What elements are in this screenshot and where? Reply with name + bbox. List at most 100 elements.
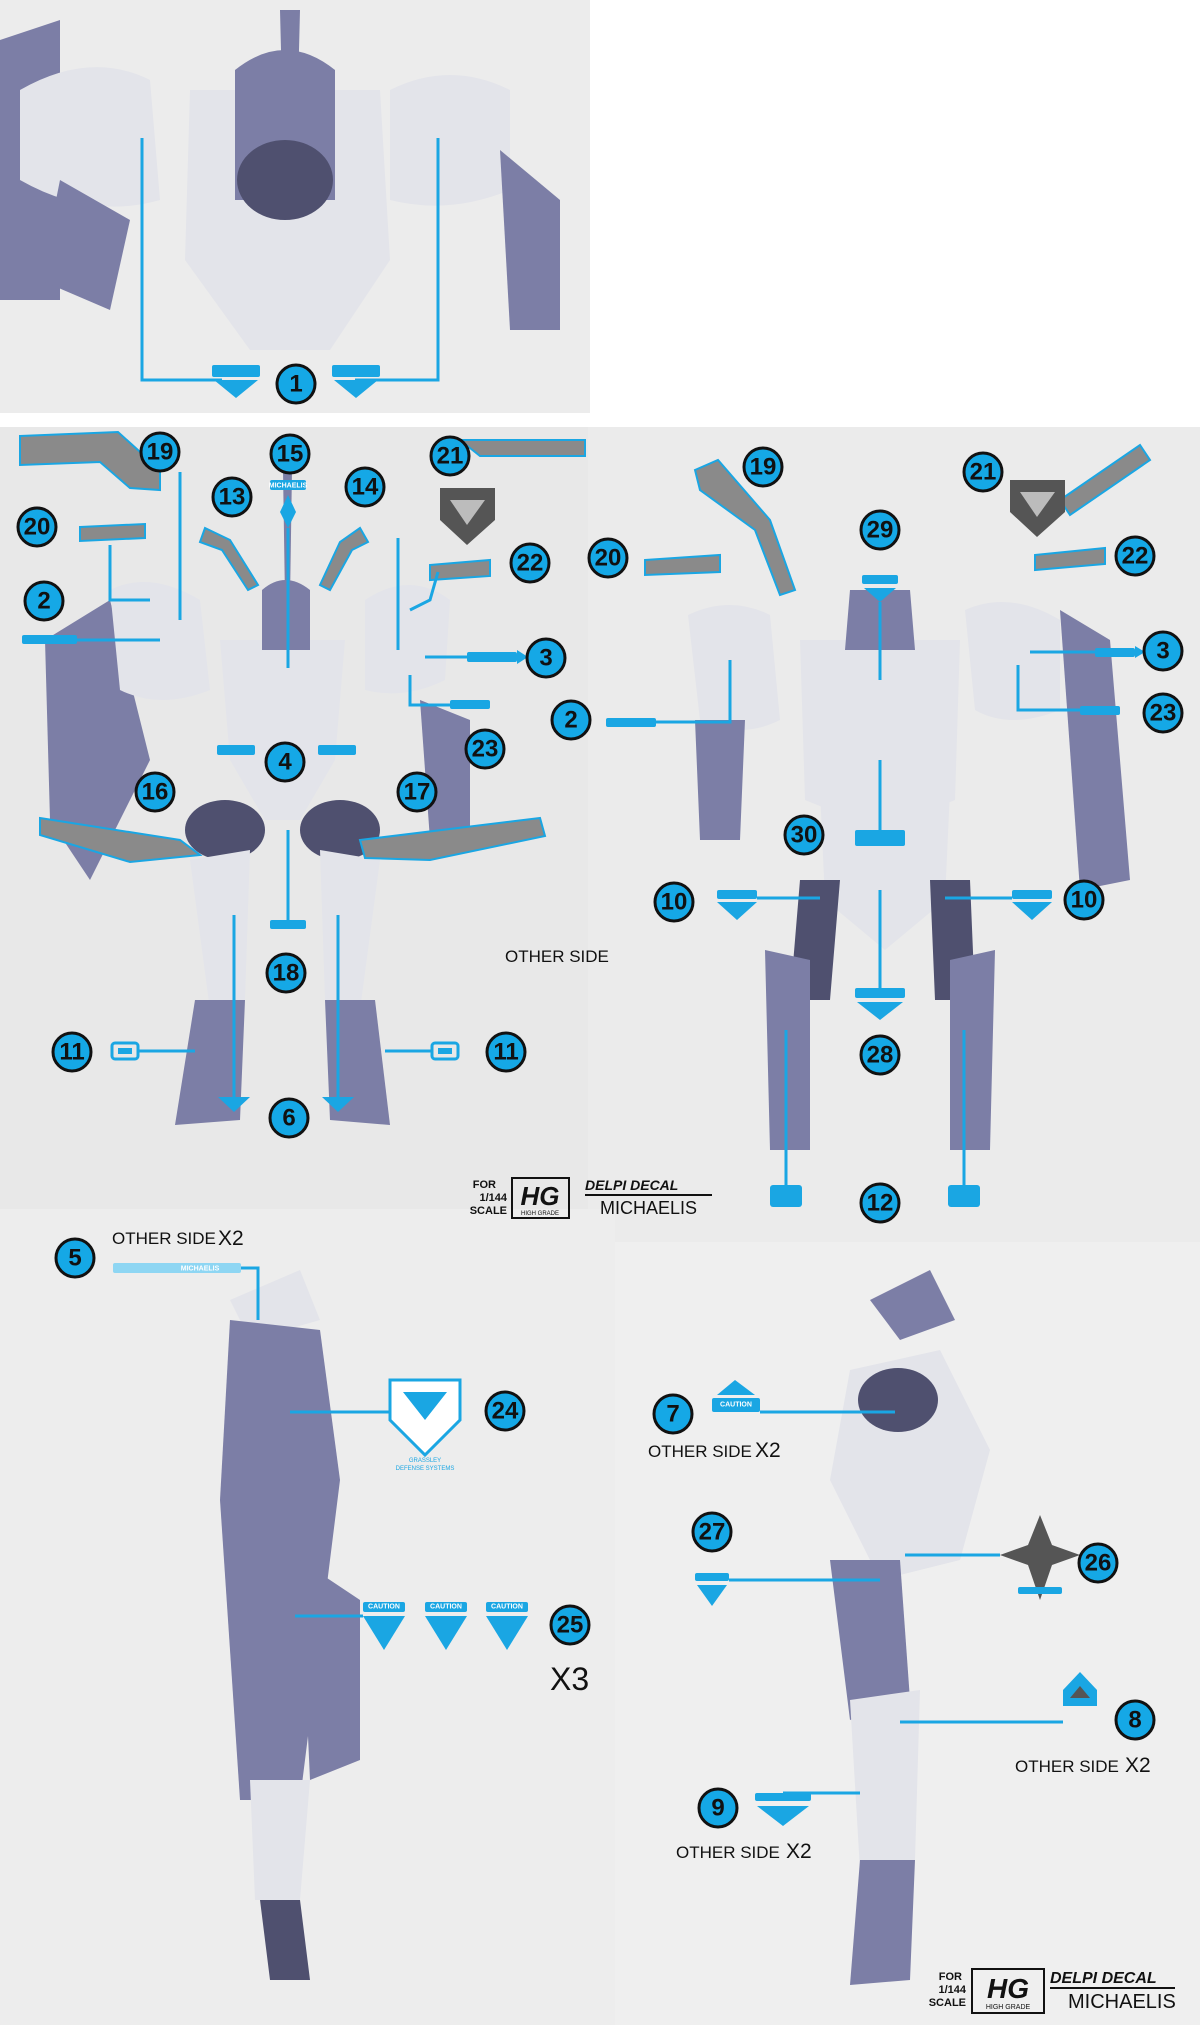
svg-text:3: 3 — [1156, 638, 1169, 665]
callout-2-front: 2 — [23, 580, 65, 622]
callout-9: 9 — [697, 1787, 739, 1829]
robot-right-side-view — [830, 1270, 990, 1985]
callout-21-front: 21 — [429, 435, 471, 477]
svg-text:24: 24 — [492, 1398, 519, 1425]
callout-5: 5 — [54, 1237, 96, 1279]
decal-12a — [770, 1185, 802, 1207]
callout-21-back: 21 — [962, 451, 1004, 493]
decal-4b — [318, 745, 356, 755]
decal-strip-17 — [358, 816, 547, 862]
decal-25b: CAUTION — [425, 1602, 467, 1650]
svg-text:GRASSLEY: GRASSLEY — [409, 1458, 441, 1464]
svg-text:13: 13 — [219, 484, 246, 511]
svg-text:CAUTION: CAUTION — [430, 1604, 462, 1611]
robot-front-view — [45, 470, 470, 1125]
leader-line — [140, 138, 222, 382]
decal-strip-20-back — [644, 553, 721, 577]
callout-30: 30 — [783, 814, 825, 856]
other-side-label-9: OTHER SIDE — [676, 1843, 780, 1862]
callout-23-back: 23 — [1142, 692, 1184, 734]
callout-3-front: 3 — [525, 637, 567, 679]
decal-25c: CAUTION — [486, 1602, 528, 1650]
multiplier-7: X2 — [755, 1439, 781, 1462]
svg-text:20: 20 — [24, 514, 51, 541]
decal-1a — [212, 365, 260, 398]
callout-13: 13 — [211, 476, 253, 518]
svg-text:17: 17 — [404, 779, 431, 806]
decal-strip-14 — [318, 526, 370, 592]
decal-26 — [1000, 1515, 1080, 1600]
svg-text:11: 11 — [493, 1039, 518, 1066]
callout-29: 29 — [859, 509, 901, 551]
leader-line — [1016, 665, 1080, 712]
decal-strip-19-back — [693, 458, 797, 597]
callout-20-front: 20 — [16, 506, 58, 548]
callout-20-back: 20 — [587, 537, 629, 579]
decal-strip-20 — [79, 522, 146, 543]
other-side-label-7: OTHER SIDE — [648, 1442, 752, 1461]
svg-text:2: 2 — [37, 588, 50, 615]
decal-1b — [332, 365, 380, 398]
decal-9 — [755, 1793, 811, 1826]
svg-text:7: 7 — [666, 1401, 679, 1428]
callout-24: 24 — [484, 1390, 526, 1432]
decal-strip-19 — [19, 430, 161, 492]
brand-block-bottom: FOR 1/144 SCALE HG HIGH GRADE DELPI DECA… — [929, 1968, 1176, 2014]
leader-line — [108, 545, 150, 602]
svg-text:9: 9 — [711, 1795, 724, 1822]
svg-text:HIGH GRADE: HIGH GRADE — [986, 2004, 1031, 2011]
svg-text:11: 11 — [59, 1039, 84, 1066]
callout-10-right: 10 — [1063, 879, 1105, 921]
callout-1: 1 — [275, 363, 317, 405]
callout-22-back: 22 — [1114, 535, 1156, 577]
svg-text:FOR: FOR — [473, 1179, 496, 1191]
svg-text:10: 10 — [661, 889, 688, 916]
svg-text:4: 4 — [278, 749, 292, 776]
robot-head-top-view — [0, 10, 560, 350]
brand-block-top: FOR 1/144 SCALE HG HIGH GRADE DELPI DECA… — [470, 1177, 712, 1219]
svg-text:18: 18 — [273, 960, 300, 987]
decal-8 — [1063, 1672, 1097, 1706]
svg-text:HIGH GRADE: HIGH GRADE — [521, 1211, 559, 1217]
svg-text:3: 3 — [539, 645, 552, 672]
svg-text:30: 30 — [791, 822, 818, 849]
svg-text:1/144: 1/144 — [938, 1984, 966, 1996]
svg-text:12: 12 — [867, 1190, 894, 1217]
svg-text:20: 20 — [595, 545, 622, 572]
decal-2 — [22, 635, 77, 644]
decal-18 — [270, 920, 306, 929]
decal-28 — [855, 988, 905, 1020]
decal-25a: CAUTION — [363, 1602, 405, 1650]
svg-text:22: 22 — [517, 550, 544, 577]
callout-8: 8 — [1114, 1699, 1156, 1741]
callout-12: 12 — [859, 1182, 901, 1224]
svg-text:25: 25 — [557, 1612, 584, 1639]
svg-text:MICHAELIS: MICHAELIS — [1068, 1991, 1176, 2013]
svg-text:21: 21 — [437, 443, 464, 470]
svg-text:27: 27 — [699, 1519, 726, 1546]
svg-text:1/144: 1/144 — [479, 1192, 507, 1204]
multiplier-8: X2 — [1125, 1754, 1151, 1777]
callout-19-front: 19 — [139, 431, 181, 473]
decal-24: GRASSLEY DEFENSE SYSTEMS — [388, 1378, 462, 1472]
svg-text:SCALE: SCALE — [929, 1997, 966, 2009]
other-side-label-8: OTHER SIDE — [1015, 1757, 1119, 1776]
other-side-label: OTHER SIDE — [505, 947, 609, 966]
decal-27 — [695, 1573, 729, 1606]
decal-10b — [1012, 890, 1052, 920]
callout-26: 26 — [1077, 1542, 1119, 1584]
callout-2-back: 2 — [550, 699, 592, 741]
decal-strip-22 — [429, 558, 491, 582]
callout-23-front: 23 — [464, 728, 506, 770]
callout-16: 16 — [134, 771, 176, 813]
decal-6a — [218, 1097, 250, 1112]
svg-text:DELPI DECAL: DELPI DECAL — [585, 1177, 678, 1193]
svg-text:SCALE: SCALE — [470, 1205, 507, 1217]
svg-text:MICHAELIS: MICHAELIS — [600, 1198, 697, 1218]
svg-text:19: 19 — [147, 439, 174, 466]
decal-23-back — [1080, 706, 1120, 715]
multiplier-5: X2 — [218, 1227, 244, 1250]
callout-14: 14 — [344, 466, 386, 508]
decal-shield-21 — [440, 488, 495, 545]
callout-11-right: 11 — [485, 1031, 527, 1073]
